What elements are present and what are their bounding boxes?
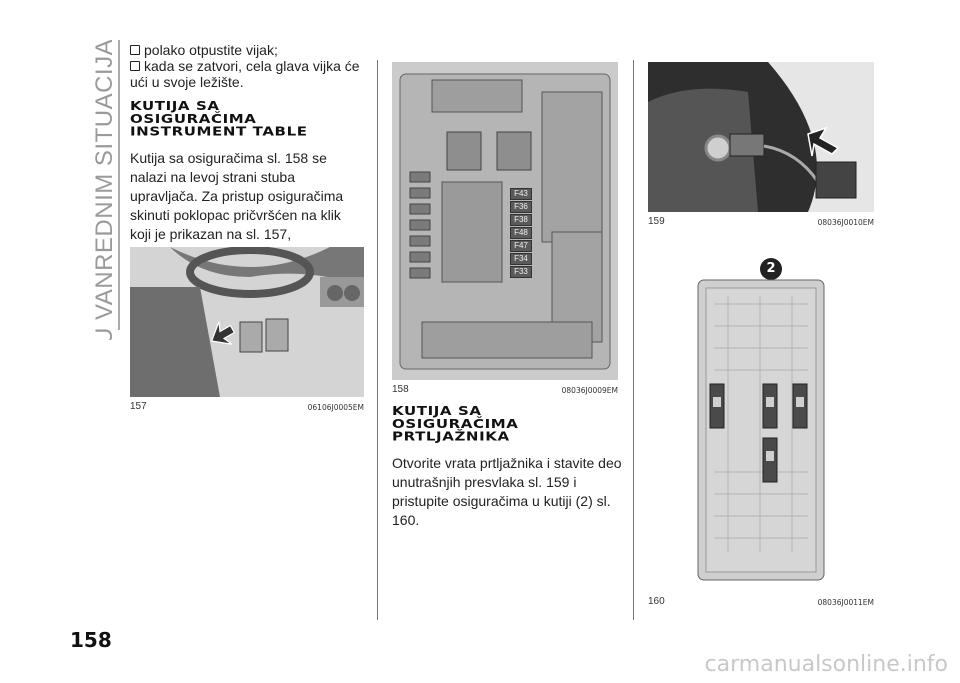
fuse-label: F38 [510, 214, 532, 226]
figure-158-image: F43 F36 F38 F48 F47 F34 F33 [392, 62, 618, 380]
chapter-rule [118, 40, 120, 330]
callout-badge: 2 [760, 258, 782, 280]
fuse-label: F33 [510, 266, 532, 278]
fuse-label: F47 [510, 240, 532, 252]
figure-code: 08036J0011EM [817, 598, 874, 607]
figure-158-caption: 158 08036J0009EM [392, 384, 618, 395]
fuse-label: F34 [510, 253, 532, 265]
fuse-label: F48 [510, 227, 532, 239]
bullet-item: kada se zatvori, cela glava vijka će [130, 58, 364, 74]
figure-code: 08036J0010EM [817, 218, 874, 227]
bullet-continuation: ući u svoje ležište. [130, 74, 244, 90]
figure-160-image: 2 [648, 252, 874, 592]
figure-code: 06106J0005EM [307, 403, 364, 412]
bullet-item: polako otpustite vijak; [130, 42, 364, 58]
column-divider [633, 60, 634, 620]
section-heading: KUTIJA SA OSIGURAČIMA INSTRUMENT TABLE [130, 98, 308, 140]
figure-number: 157 [130, 401, 147, 412]
checkbox-icon [130, 61, 140, 71]
figure-number: 158 [392, 384, 409, 395]
watermark: carmanualsonline.info [704, 652, 948, 677]
fuse-label: F43 [510, 188, 532, 200]
chapter-title: U VANREDNIM SITUACIJAMA [82, 2, 122, 345]
figure-number: 160 [648, 596, 665, 607]
figure-160-caption: 160 08036J0011EM [648, 596, 874, 607]
section-heading: KUTIJA SA OSIGURAČIMA PRTLJAŽNIKA [392, 403, 519, 445]
figure-159-image [648, 62, 874, 212]
figure-157-image [130, 247, 364, 397]
chapter-title-text: U VANREDNIM SITUACIJAMA [91, 40, 118, 340]
section-body: Otvorite vrata prtljažnika i stavite deo… [392, 455, 622, 528]
figure-code: 08036J0009EM [561, 386, 618, 395]
column-1: polako otpustite vijak; kada se zatvori,… [130, 42, 364, 263]
checkbox-icon [130, 45, 140, 55]
column-divider [377, 60, 378, 620]
column-2: KUTIJA SA OSIGURAČIMA PRTLJAŽNIKA Otvori… [392, 405, 622, 530]
fuse-label: F36 [510, 201, 532, 213]
section-body: Kutija sa osiguračima sl. 158 se nalazi … [130, 150, 344, 261]
figure-157-caption: 157 06106J0005EM [130, 401, 364, 412]
figure-number: 159 [648, 216, 665, 227]
page-number: 158 [70, 628, 112, 652]
figure-159-caption: 159 08036J0010EM [648, 216, 874, 227]
